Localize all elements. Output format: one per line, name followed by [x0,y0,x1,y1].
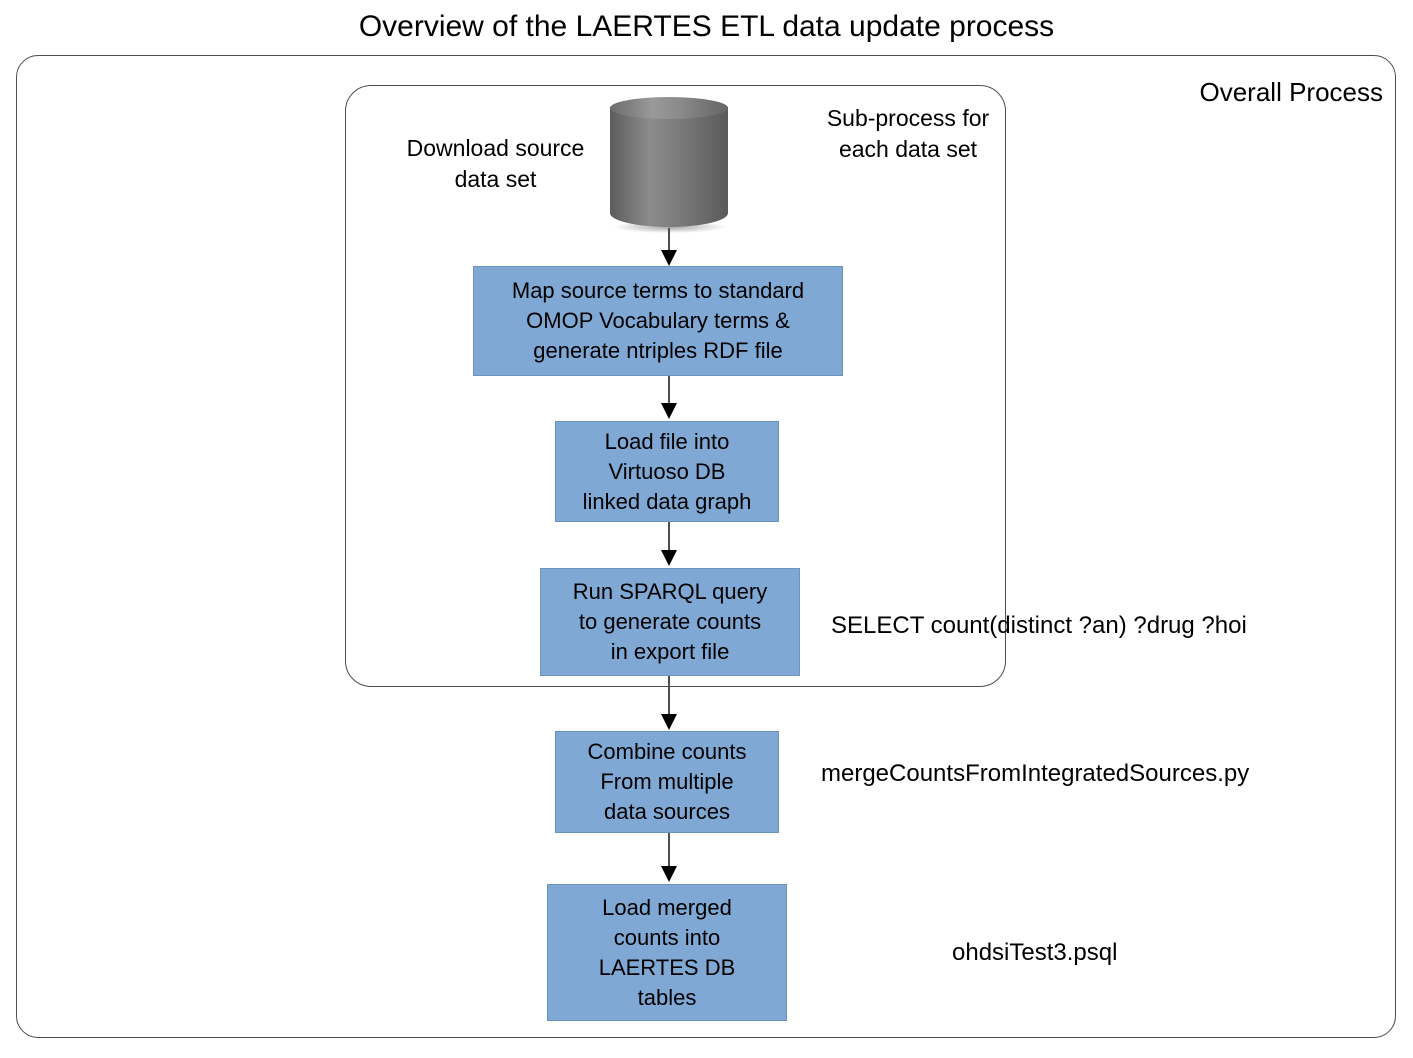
process-box-load-file-virtuoso[interactable]: Load file into Virtuoso DB linked data g… [555,421,779,522]
arrow-head [660,550,677,566]
overall-process-container [16,55,1396,1038]
overall-process-label: Overall Process [1199,77,1384,107]
annotation-merge-script: mergeCountsFromIntegratedSources.py [821,760,1250,787]
arrow-head [660,714,677,730]
arrow-stem [668,228,670,252]
process-box-map-source-terms[interactable]: Map source terms to standard OMOP Vocabu… [473,266,843,376]
arrow-head [660,866,677,882]
arrow-stem [668,376,670,405]
cylinder-body [610,107,728,227]
download-source-label: Download source data set [406,135,585,192]
process-box-run-sparql-query[interactable]: Run SPARQL query to generate counts in e… [540,568,800,676]
arrow-head [660,403,677,419]
process-box-load-merged-counts[interactable]: Load merged counts into LAERTES DB table… [547,884,787,1021]
subprocess-label: Sub-process for each data set [826,105,990,162]
process-box-combine-counts[interactable]: Combine counts From multiple data source… [555,731,779,833]
arrow-stem [668,676,670,716]
cylinder-top-ellipse [610,97,728,119]
annotation-psql-script: ohdsiTest3.psql [952,939,1118,966]
page-title: Overview of the LAERTES ETL data update … [358,10,1055,43]
database-cylinder-icon [610,97,728,233]
arrow-stem [668,833,670,868]
subprocess-container [345,85,1006,687]
arrow-stem [668,522,670,552]
annotation-sparql-query: SELECT count(distinct ?an) ?drug ?hoi [831,612,1247,639]
arrow-head [660,250,677,266]
